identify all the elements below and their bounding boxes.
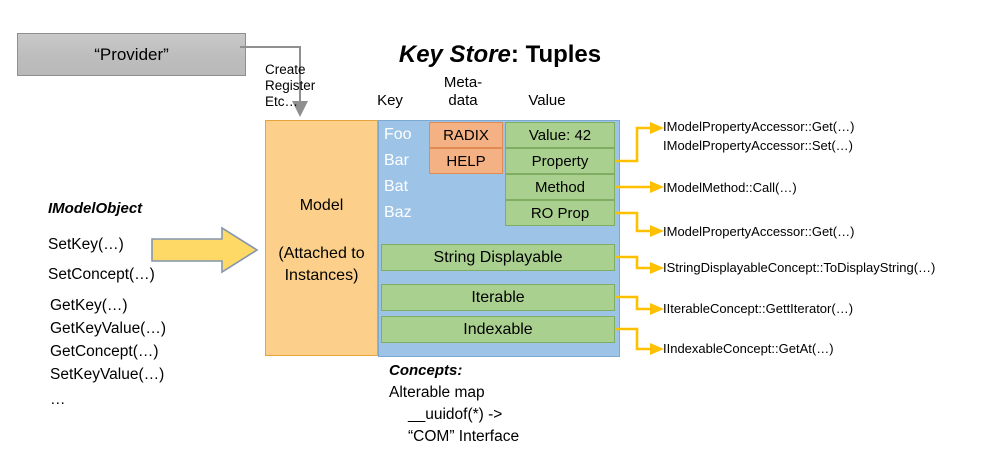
concepts-line-alterable-map: Alterable map bbox=[389, 384, 485, 401]
key-cell-bar: Bar bbox=[384, 152, 409, 169]
column-header-metadata-line1: Meta- bbox=[443, 74, 483, 91]
page-title: Key Store: Tuples bbox=[340, 41, 660, 69]
connector-label-line-1: Create bbox=[265, 62, 306, 77]
title-emphasis: Key Store bbox=[398, 41, 511, 68]
column-header-metadata: Meta- data bbox=[432, 74, 494, 110]
concept-bar-indexable: Indexable bbox=[381, 316, 615, 343]
connector-label-line-3: Etc… bbox=[265, 94, 299, 109]
annotation-imodelpropertyaccessor-get-2: IModelPropertyAccessor::Get(…) bbox=[663, 224, 855, 239]
provider-label: “Provider” bbox=[94, 44, 169, 64]
provider-box: “Provider” bbox=[17, 33, 246, 76]
imodelobject-title: IModelObject bbox=[48, 200, 143, 217]
column-header-metadata-line2: data bbox=[448, 92, 478, 109]
method-setconcept: SetConcept(…) bbox=[48, 266, 155, 283]
annotation-istringdisplayableconcept-todisplaystring: IStringDisplayableConcept::ToDisplayStri… bbox=[663, 260, 936, 275]
method-ellipsis: … bbox=[50, 391, 66, 408]
column-header-key: Key bbox=[377, 92, 403, 109]
value-box-property: Property bbox=[505, 148, 615, 174]
key-cell-foo: Foo bbox=[384, 126, 412, 143]
annotation-imodelpropertyaccessor-set: IModelPropertyAccessor::Set(…) bbox=[663, 138, 854, 153]
method-setkeyvalue: SetKeyValue(…) bbox=[50, 366, 165, 383]
method-getkeyvalue: GetKeyValue(…) bbox=[50, 320, 167, 337]
block-arrow-icon bbox=[151, 226, 259, 274]
model-subtitle: (Attached to Instances) bbox=[270, 243, 373, 287]
annotation-imodelmethod-call: IModelMethod::Call(…) bbox=[663, 180, 797, 195]
model-subtitle-line1: (Attached to bbox=[278, 245, 365, 262]
key-cell-baz: Baz bbox=[384, 204, 412, 221]
annotation-iiterableconcept-gettiterator: IIterableConcept::GettIterator(…) bbox=[663, 301, 854, 316]
value-box-value-42: Value: 42 bbox=[505, 122, 615, 148]
model-box: Model (Attached to Instances) bbox=[265, 120, 378, 356]
concepts-title: Concepts: bbox=[389, 362, 463, 379]
key-cell-bat: Bat bbox=[384, 178, 409, 195]
column-header-value: Value bbox=[528, 92, 566, 109]
method-setkey: SetKey(…) bbox=[48, 236, 124, 253]
metadata-box-help: HELP bbox=[429, 148, 503, 174]
concept-bar-string-displayable: String Displayable bbox=[381, 244, 615, 271]
connector-label-line-2: Register bbox=[265, 78, 316, 93]
method-getconcept: GetConcept(…) bbox=[50, 343, 159, 360]
value-box-ro-prop: RO Prop bbox=[505, 200, 615, 226]
annotation-iindexableconcept-getat: IIndexableConcept::GetAt(…) bbox=[663, 341, 834, 356]
method-getkey: GetKey(…) bbox=[50, 297, 128, 314]
model-subtitle-line2: Instances) bbox=[284, 267, 359, 284]
connector-label: Create Register Etc… bbox=[265, 62, 315, 110]
metadata-box-radix: RADIX bbox=[429, 122, 503, 148]
concepts-line-uuidof: __uuidof(*) -> bbox=[408, 406, 503, 423]
title-rest: : Tuples bbox=[510, 41, 602, 68]
value-box-method: Method bbox=[505, 174, 615, 200]
concept-bar-iterable: Iterable bbox=[381, 284, 615, 311]
concepts-line-com-interface: “COM” Interface bbox=[408, 428, 520, 445]
model-title: Model bbox=[299, 197, 344, 214]
annotation-imodelpropertyaccessor-get-1: IModelPropertyAccessor::Get(…) bbox=[663, 119, 855, 134]
provider-to-model-connector bbox=[240, 46, 308, 117]
